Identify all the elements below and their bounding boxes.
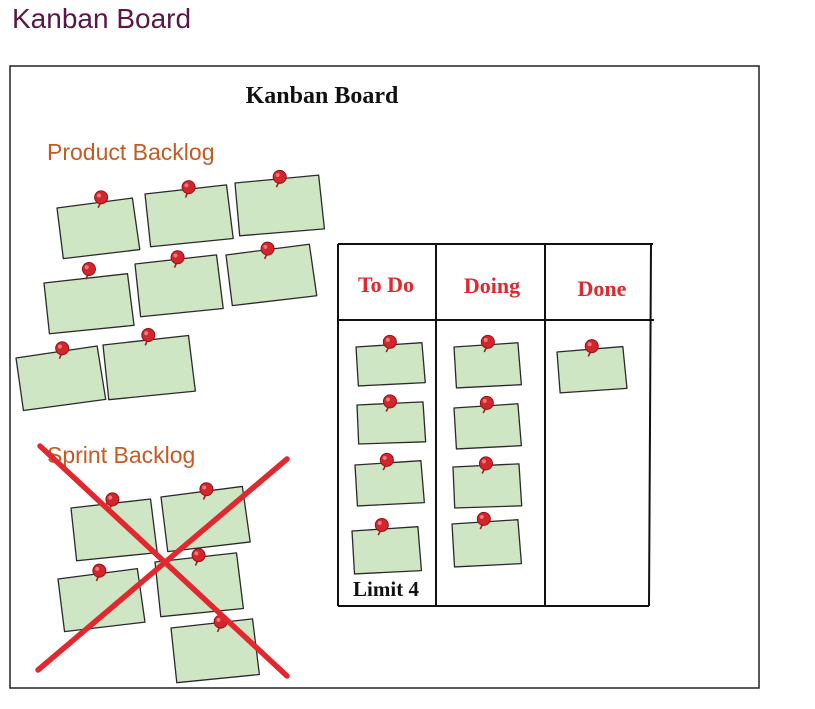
sprint-backlog-card: [160, 481, 251, 553]
done-column-cards: [556, 338, 628, 394]
product-backlog-card: [225, 240, 318, 307]
column-header-todo: To Do: [358, 272, 414, 297]
done-card: [556, 338, 628, 394]
kanban-table: [337, 243, 654, 607]
doing-card: [451, 511, 523, 568]
column-header-done: Done: [578, 276, 627, 301]
todo-card: [351, 517, 423, 575]
sprint-backlog-cross: [35, 443, 290, 679]
product-backlog-card: [144, 179, 234, 248]
wip-limit-label: Limit 4: [353, 577, 419, 601]
product-backlog-label: Product Backlog: [47, 139, 214, 165]
product-backlog-cards: [15, 169, 326, 412]
sprint-backlog-label: Sprint Backlog: [47, 442, 195, 468]
product-backlog-card: [56, 189, 141, 260]
product-backlog-card: [234, 169, 326, 237]
todo-card: [355, 334, 426, 387]
product-backlog-card: [15, 340, 107, 412]
page-title: Kanban Board: [12, 3, 192, 34]
column-header-doing: Doing: [464, 273, 520, 298]
doing-card: [453, 334, 523, 389]
doing-card: [452, 456, 523, 509]
product-backlog-card: [102, 327, 197, 401]
product-backlog-card: [43, 261, 135, 335]
doing-column-cards: [451, 334, 523, 568]
sprint-backlog-cards: [57, 481, 261, 684]
todo-card: [354, 452, 426, 507]
todo-column-cards: [351, 334, 427, 575]
doing-card: [453, 395, 523, 450]
product-backlog-card: [134, 249, 224, 318]
sprint-backlog-card: [57, 562, 146, 633]
sprint-backlog-card: [154, 547, 245, 618]
board-title: Kanban Board: [246, 83, 399, 109]
todo-card: [356, 394, 427, 445]
